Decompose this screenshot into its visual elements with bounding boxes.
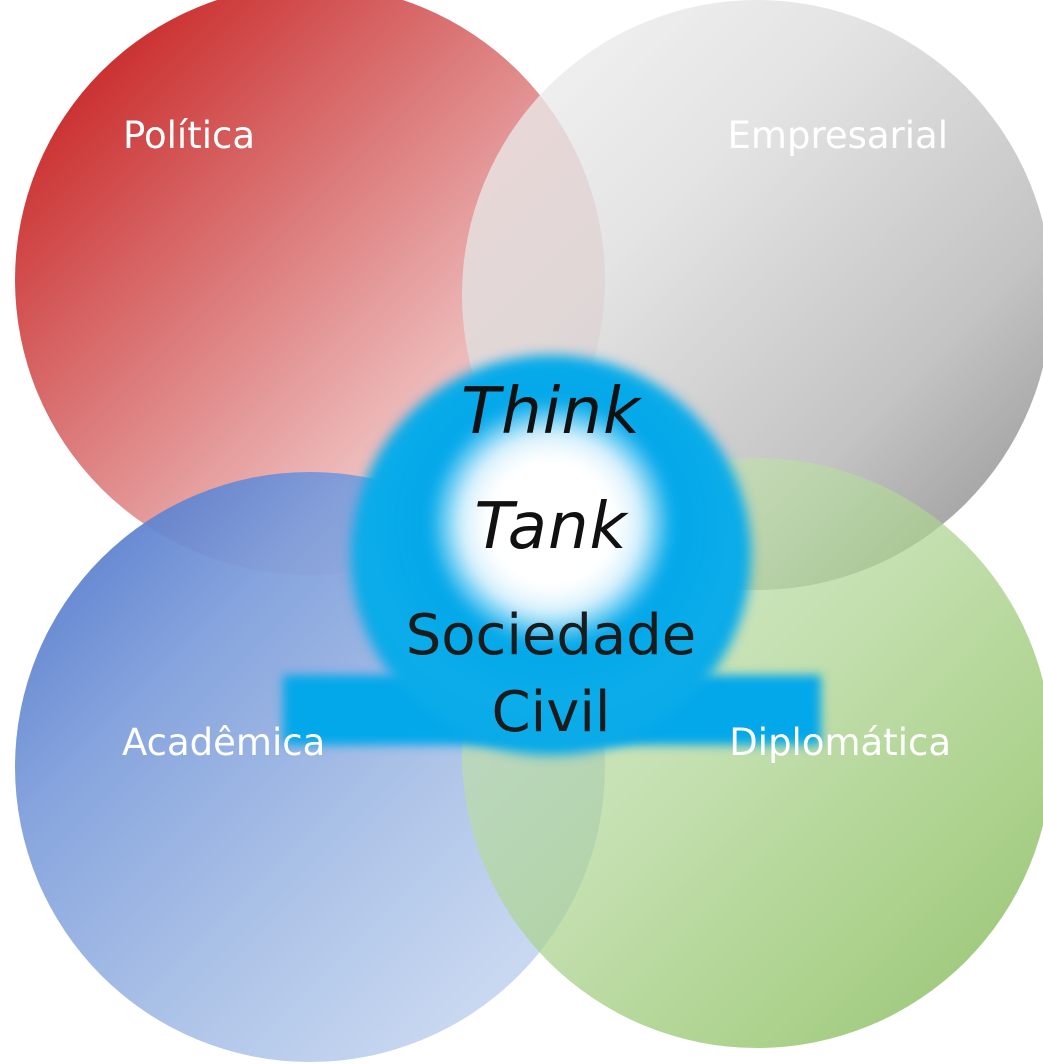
- center-text-think: Think: [460, 375, 642, 449]
- diplomatica-label: Diplomática: [729, 721, 951, 764]
- center-text-civil: Civil: [491, 680, 611, 745]
- center-ring-shape: [351, 355, 751, 755]
- empresarial-label: Empresarial: [727, 114, 948, 157]
- academica-label: Acadêmica: [122, 721, 326, 764]
- center-text-sociedade: Sociedade: [405, 603, 697, 668]
- center-text-tank: Tank: [474, 490, 628, 564]
- politica-label: Política: [123, 114, 255, 157]
